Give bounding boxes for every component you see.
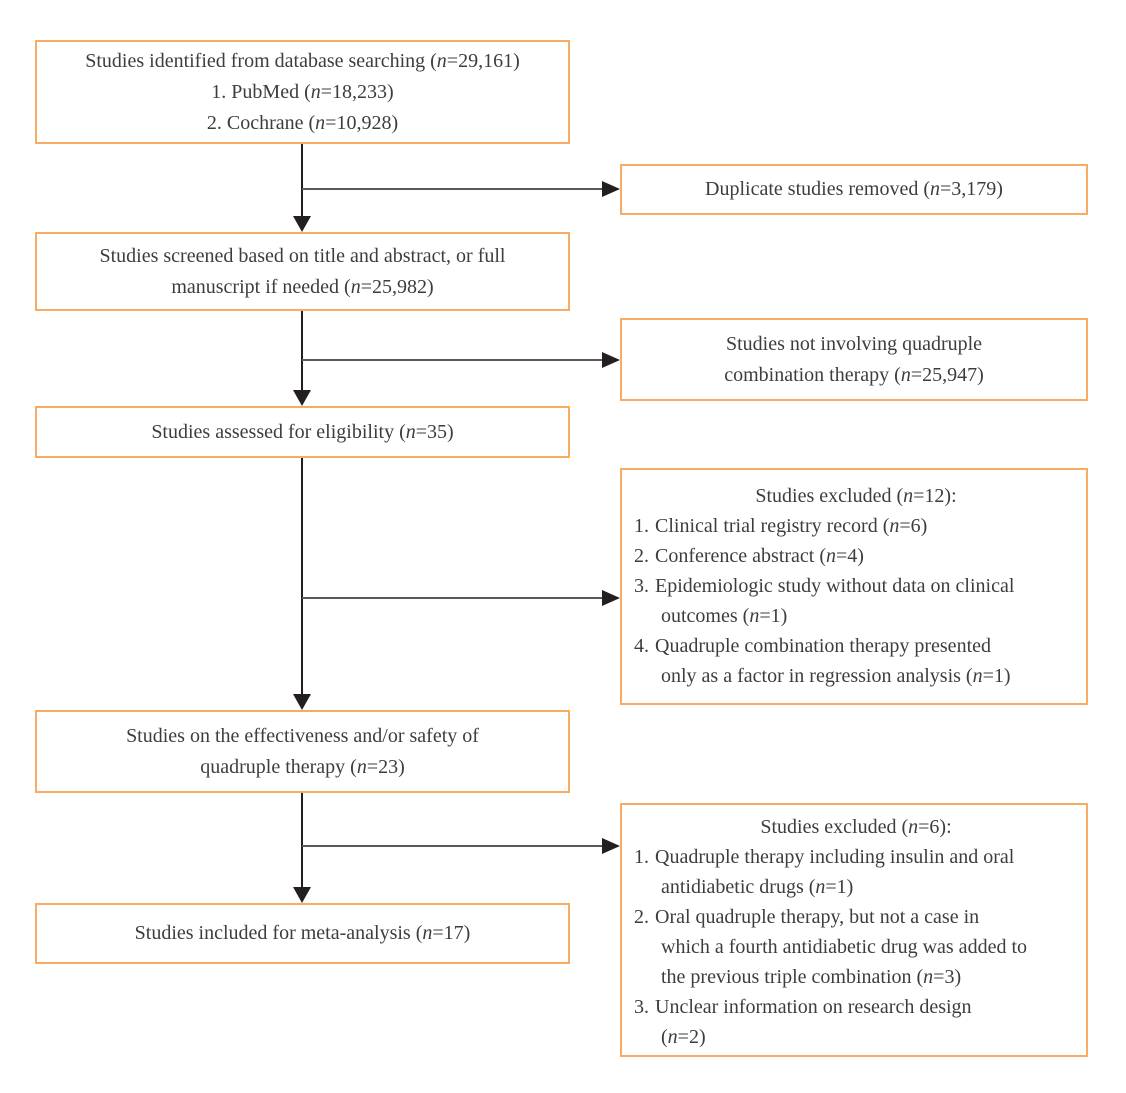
arrow-to-duplicates-line [302, 188, 604, 190]
item-number: 1. [634, 846, 649, 868]
box-studies-included-meta-analysis-text: Studies included for meta-analysis (n=17… [134, 922, 471, 944]
box-duplicates-removed-text: Duplicate studies removed (n=3,179) [705, 178, 1003, 200]
item-number: 3. [634, 575, 649, 597]
excluded-6-item-2: 2. Oral quadruple therapy, but not a case… [634, 902, 1078, 992]
arrow-to-not-quadruple-line [302, 359, 604, 361]
excluded-6-item-1: 1. Quadruple therapy including insulin an… [634, 842, 1078, 902]
box-studies-excluded-12-title: Studies excluded (n=12): [755, 485, 957, 507]
arrow-eligibility-to-effectiveness-head-icon [293, 694, 311, 710]
item-text: Quadruple combination therapy presented … [655, 635, 1011, 687]
item-number: 3. [634, 996, 649, 1018]
arrow-eligibility-to-effectiveness-line [301, 458, 303, 696]
box-studies-excluded-12: Studies excluded (n=12): 1. Clinical tria… [620, 468, 1088, 705]
box-studies-effectiveness-safety: Studies on the effectiveness and/or safe… [35, 710, 570, 793]
arrow-screened-to-eligibility-head-icon [293, 390, 311, 406]
item-text: Clinical trial registry record (n=6) [655, 515, 928, 537]
box-studies-screened: Studies screened based on title and abst… [35, 232, 570, 311]
box-not-involving-quadruple-text: Studies not involving quadruple combinat… [724, 332, 984, 386]
arrow-identified-to-screened-head-icon [293, 216, 311, 232]
excluded-12-item-1: 1. Clinical trial registry record (n=6) [634, 511, 1078, 541]
box-studies-assessed-eligibility: Studies assessed for eligibility (n=35) [35, 406, 570, 458]
item-text: Oral quadruple therapy, but not a case i… [655, 906, 1027, 988]
item-text: Conference abstract (n=4) [655, 545, 864, 567]
box-studies-identified: Studies identified from database searchi… [35, 40, 570, 144]
arrow-to-excluded-12-head-icon [602, 590, 620, 606]
arrow-to-duplicates-head-icon [602, 181, 620, 197]
item-number: 2. [634, 906, 649, 928]
excluded-12-item-2: 2. Conference abstract (n=4) [634, 541, 1078, 571]
item-text: Unclear information on research design (… [655, 996, 972, 1048]
box-studies-excluded-6: Studies excluded (n=6): 1. Quadruple ther… [620, 803, 1088, 1057]
box-studies-effectiveness-safety-text: Studies on the effectiveness and/or safe… [126, 724, 479, 778]
item-number: 1. [634, 515, 649, 537]
arrow-effectiveness-to-included-line [301, 793, 303, 889]
box-studies-identified-item-pubmed: 1. PubMed (n=18,233) [211, 80, 394, 103]
excluded-12-item-4: 4. Quadruple combination therapy presente… [634, 631, 1078, 691]
arrow-to-not-quadruple-head-icon [602, 352, 620, 368]
arrow-effectiveness-to-included-head-icon [293, 887, 311, 903]
box-studies-included-meta-analysis: Studies included for meta-analysis (n=17… [35, 903, 570, 964]
box-not-involving-quadruple: Studies not involving quadruple combinat… [620, 318, 1088, 401]
arrow-to-excluded-6-head-icon [602, 838, 620, 854]
excluded-12-item-3: 3. Epidemiologic study without data on cl… [634, 571, 1078, 631]
arrow-to-excluded-12-line [302, 597, 604, 599]
box-duplicates-removed: Duplicate studies removed (n=3,179) [620, 164, 1088, 215]
item-text: Quadruple therapy including insulin and … [655, 846, 1015, 898]
arrow-identified-to-screened-line [301, 144, 303, 218]
item-text: Epidemiologic study without data on clin… [655, 575, 1015, 627]
box-studies-excluded-6-title: Studies excluded (n=6): [760, 816, 952, 838]
arrow-to-excluded-6-line [302, 845, 604, 847]
item-number: 2. [634, 545, 649, 567]
excluded-6-item-3: 3. Unclear information on research design… [634, 992, 1078, 1052]
box-studies-identified-text: Studies identified from database searchi… [85, 49, 520, 72]
box-studies-screened-text: Studies screened based on title and abst… [99, 244, 506, 298]
box-studies-assessed-eligibility-text: Studies assessed for eligibility (n=35) [151, 420, 454, 443]
arrow-screened-to-eligibility-line [301, 311, 303, 392]
item-number: 4. [634, 635, 649, 657]
box-studies-identified-item-cochrane: 2. Cochrane (n=10,928) [206, 111, 399, 134]
